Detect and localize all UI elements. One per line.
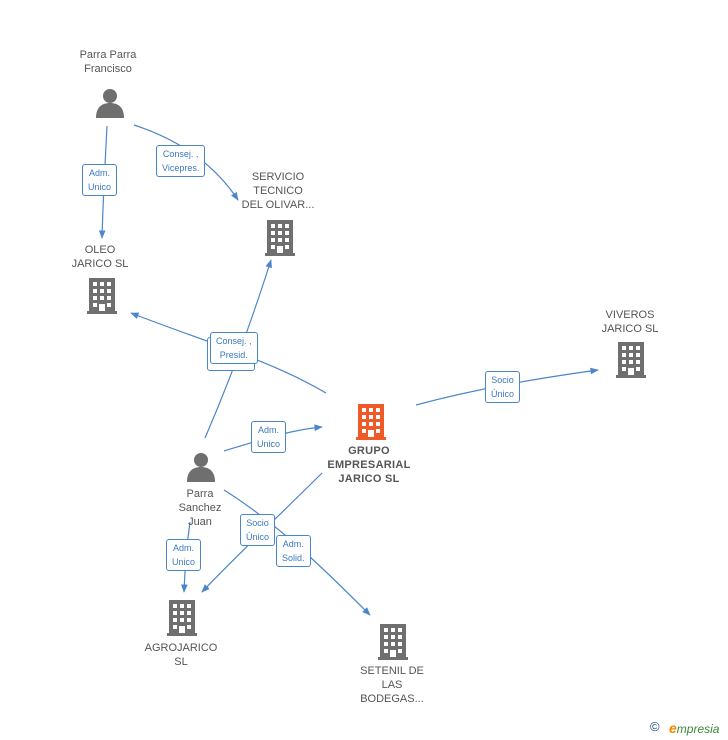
edge-label-line: Socio <box>246 518 269 528</box>
node-label-grupo-empresarial[interactable]: GRUPO EMPRESARIAL JARICO SL <box>311 444 427 486</box>
building-icon[interactable] <box>167 600 197 636</box>
edge-label-adm-unico[interactable]: Adm. Unico <box>166 539 202 571</box>
label-line: LAS <box>381 679 403 691</box>
edge-label-line: Consej. , <box>216 336 252 346</box>
label-line: Parra Parra <box>79 49 137 61</box>
edge-label-line: Vicepres. <box>162 163 200 173</box>
label-line: Sanchez <box>178 502 222 514</box>
edge-label-adm-unico[interactable]: Adm. Unico <box>82 164 118 196</box>
edge-label-line: Único <box>491 389 515 399</box>
node-label-setenil[interactable]: SETENIL DE LAS BODEGAS... <box>342 664 442 706</box>
edge-label-line: Unico <box>172 557 196 567</box>
label-line: SERVICIO <box>251 171 305 183</box>
empresia-logo[interactable]: empresia <box>669 720 719 736</box>
node-label-servicio-tecnico[interactable]: SERVICIO TECNICO DEL OLIVAR... <box>228 170 328 212</box>
copyright-icon: © <box>650 719 660 734</box>
edge-label-line: Adm. <box>173 543 195 553</box>
brand-initial: e <box>669 720 677 736</box>
label-line: JARICO SL <box>601 323 659 335</box>
label-line: SETENIL DE <box>360 665 424 677</box>
label-line: GRUPO <box>348 445 390 457</box>
label-line: JARICO SL <box>71 258 129 270</box>
label-line: VIVEROS <box>605 309 655 321</box>
label-line: Francisco <box>84 63 132 75</box>
edge-label-consej-presid[interactable]: Consej. , Presid. <box>210 332 258 364</box>
brand-name: mpresia <box>676 722 720 736</box>
label-line: TECNICO <box>253 185 303 197</box>
label-line: SL <box>174 656 188 668</box>
edge-label-adm-unico[interactable]: Adm. Unico <box>251 421 287 453</box>
person-icon[interactable] <box>187 453 215 482</box>
label-line: DEL OLIVAR... <box>241 199 315 211</box>
building-icon[interactable] <box>265 220 295 256</box>
edge-label-line: Solid. <box>282 553 305 563</box>
node-label-parra-juan[interactable]: Parra Sanchez Juan <box>160 487 240 529</box>
edge-label-adm-solid[interactable]: Adm. Solid. <box>276 535 311 567</box>
label-line: JARICO SL <box>338 473 400 485</box>
node-label-viveros-jarico[interactable]: VIVEROS JARICO SL <box>580 308 680 336</box>
edge-label-line: Presid. <box>219 350 248 360</box>
edge-label-socio-unico[interactable]: Socio Único <box>485 371 521 403</box>
node-label-parra-francisco[interactable]: Parra Parra Francisco <box>56 48 160 76</box>
building-icon[interactable] <box>616 342 646 378</box>
label-line: AGROJARICO <box>144 642 218 654</box>
edge-label-line: Socio <box>491 375 514 385</box>
edge-label-line: Unico <box>88 182 112 192</box>
label-line: BODEGAS... <box>360 693 424 705</box>
label-line: Parra <box>186 488 214 500</box>
label-line: OLEO <box>84 244 116 256</box>
node-label-oleo-jarico[interactable]: OLEO JARICO SL <box>52 243 148 271</box>
edge-label-line: Adm. <box>282 539 304 549</box>
person-icon[interactable] <box>96 89 124 118</box>
node-label-agrojarico[interactable]: AGROJARICO SL <box>131 641 231 669</box>
edge-label-line: Único <box>246 532 270 542</box>
building-icon[interactable] <box>356 404 386 440</box>
edge-label-line: Adm. <box>89 168 111 178</box>
edge-label-socio-unico[interactable]: Socio Único <box>240 514 276 546</box>
edge-label-line: Unico <box>257 439 281 449</box>
edge-label-line: Adm. <box>258 425 280 435</box>
building-icon[interactable] <box>87 278 117 314</box>
label-line: Juan <box>188 516 212 528</box>
edge-label-consej-vicepres[interactable]: Consej. , Vicepres. <box>156 145 206 177</box>
edge-label-line: Consej. , <box>162 149 199 159</box>
building-icon[interactable] <box>378 624 408 660</box>
label-line: EMPRESARIAL <box>327 459 411 471</box>
